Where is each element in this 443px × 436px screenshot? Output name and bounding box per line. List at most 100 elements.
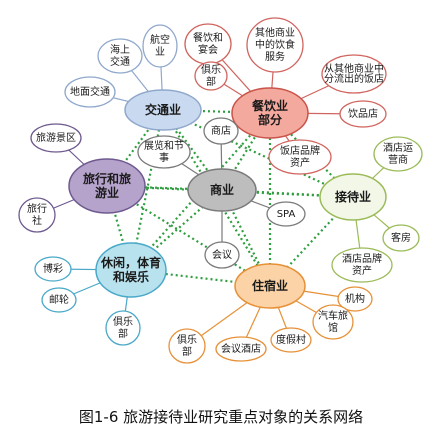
figure-caption: 图1-6 旅游接待业研究重点对象的关系网络 <box>79 408 363 426</box>
node-shape <box>331 247 393 283</box>
node-label: 汽车旅馆 <box>318 309 348 334</box>
node-label: 度假村 <box>276 333 306 346</box>
node-transport: 交通业 <box>124 89 202 131</box>
node-reception: 接待业 <box>319 173 387 221</box>
node-center: 商业 <box>187 168 257 212</box>
node-label: 客房 <box>391 231 411 244</box>
node-shape <box>337 286 373 312</box>
node-conf-hotel: 会议酒店 <box>215 336 267 362</box>
node-label-line: 交通业 <box>145 102 181 117</box>
node-label-line: 酒店运 <box>383 141 413 154</box>
node-label: 旅行社 <box>27 202 47 227</box>
node-label: 海上交通 <box>110 43 130 68</box>
node-label-line: 旅行 <box>27 202 47 215</box>
node-shape <box>270 327 312 353</box>
node-shape <box>95 242 167 298</box>
node-shape <box>246 17 304 73</box>
node-club-catering: 俱乐部 <box>194 61 228 91</box>
node-label-line: SPA <box>277 209 296 220</box>
node-label-line: 分流出的饭店 <box>324 72 384 85</box>
node-label: 酒店运营商 <box>383 141 413 166</box>
node-shape <box>373 136 423 172</box>
node-shape <box>68 158 146 214</box>
node-shape <box>312 304 354 340</box>
node-shape <box>319 173 387 221</box>
node-label-line: 航空 <box>150 33 170 46</box>
node-label: 休闲，体育和娱乐 <box>100 255 161 284</box>
node-label-line: 俱乐 <box>177 333 197 346</box>
node-spa: SPA <box>266 201 306 227</box>
node-label-line: 社 <box>32 214 42 227</box>
node-label-line: 饮品店 <box>348 107 378 120</box>
node-shape <box>194 61 228 91</box>
node-label-line: 营商 <box>388 153 408 166</box>
node-label-line: 中的饮食 <box>255 38 295 51</box>
node-label: SPA <box>277 209 296 220</box>
node-label: 机构 <box>345 292 365 305</box>
node-label-line: 旅游景区 <box>36 131 76 144</box>
node-store: 商店 <box>203 117 239 145</box>
node-label-line: 度假村 <box>276 333 306 346</box>
node-label: 会议 <box>212 248 232 261</box>
node-label-line: 会议酒店 <box>221 342 261 355</box>
node-label-line: 部 <box>118 327 128 340</box>
node-label: 航空业 <box>150 33 170 58</box>
node-label: 俱乐部 <box>113 315 133 340</box>
node-label: 俱乐部 <box>177 333 197 358</box>
node-label: 从其他商业中分流出的饭店 <box>324 62 384 85</box>
node-label-line: 和娱乐 <box>112 269 149 284</box>
node-label-line: 俱乐 <box>113 315 133 328</box>
node-label: 俱乐部 <box>201 63 221 88</box>
node-hotel-brand-assets: 饭店品牌资产 <box>268 139 332 175</box>
node-cruise: 邮轮 <box>41 287 77 313</box>
node-shape <box>142 24 178 68</box>
node-motel: 汽车旅馆 <box>312 304 354 340</box>
node-shape <box>64 76 116 108</box>
node-shape <box>215 336 267 362</box>
node-catering: 餐饮业部分 <box>231 87 309 139</box>
node-hotel-brand: 酒店品牌资产 <box>331 247 393 283</box>
node-shape <box>168 328 206 364</box>
node-institution: 机构 <box>337 286 373 312</box>
node-label-line: 会议 <box>212 248 232 261</box>
node-shape <box>266 201 306 227</box>
node-resort: 度假村 <box>270 327 312 353</box>
node-club-lodging: 俱乐部 <box>168 328 206 364</box>
node-label-line: 客房 <box>391 231 411 244</box>
node-label-line: 汽车旅 <box>318 309 348 322</box>
node-label-line: 业 <box>155 46 165 58</box>
node-shape <box>97 38 143 74</box>
node-label-line: 机构 <box>345 292 365 305</box>
node-ground: 地面交通 <box>64 76 116 108</box>
node-shape <box>203 117 239 145</box>
node-other-catering: 其他商业中的饮食服务 <box>246 17 304 73</box>
node-label-line: 酒店品牌 <box>342 252 382 265</box>
node-label-line: 游业 <box>95 185 119 200</box>
node-travel-agency: 旅行社 <box>18 197 56 233</box>
node-label: 地面交通 <box>70 85 110 98</box>
node-shape <box>321 54 387 94</box>
node-lodging: 住宿业 <box>234 263 306 309</box>
node-label-line: 服务 <box>265 50 285 63</box>
node-label-line: 资产 <box>290 156 310 169</box>
node-label: 其他商业中的饮食服务 <box>255 26 295 63</box>
node-leisure: 休闲，体育和娱乐 <box>95 242 167 298</box>
node-label-line: 事 <box>159 151 169 164</box>
node-label-line: 博彩 <box>43 262 63 275</box>
node-label-line: 部 <box>206 75 216 88</box>
node-label: 邮轮 <box>49 293 69 306</box>
node-conference: 会议 <box>204 241 240 269</box>
hub-link-travel-reception <box>106 184 354 199</box>
node-label-line: 部分 <box>258 112 282 127</box>
node-label-line: 休闲，体育 <box>100 255 161 270</box>
node-shape <box>137 135 191 169</box>
node-label-line: 接待业 <box>335 189 371 204</box>
node-label: 博彩 <box>43 262 63 275</box>
node-shape <box>187 168 257 212</box>
node-label-line: 从其他商业中 <box>324 62 384 75</box>
node-label-line: 部 <box>182 345 192 358</box>
node-label-line: 展览和节 <box>144 139 184 152</box>
node-label-line: 餐饮和 <box>193 31 223 44</box>
node-label: 餐饮和宴会 <box>193 31 223 56</box>
node-label-line: 住宿业 <box>252 278 288 293</box>
